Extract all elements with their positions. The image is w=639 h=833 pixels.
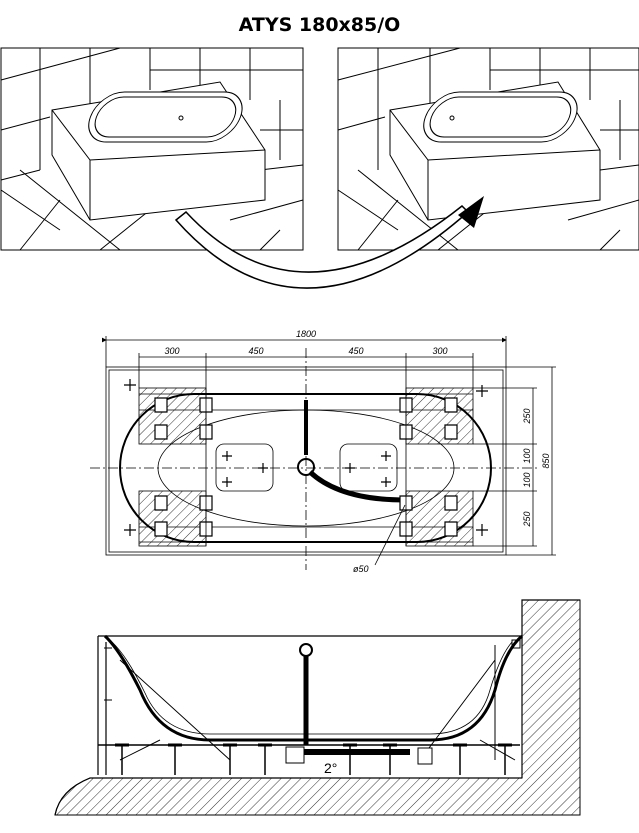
dim-total-length: 1800	[296, 329, 316, 339]
dim-width-4: 250	[522, 511, 532, 527]
plan-dimension-labels: 1800 300 450 450 300 850 250 100 100 250…	[164, 329, 551, 574]
dim-segment-3: 450	[348, 346, 363, 356]
dim-segment-1: 300	[164, 346, 179, 356]
dim-width-1: 250	[522, 408, 532, 424]
dim-segment-4: 300	[432, 346, 447, 356]
dim-width-3: 100	[522, 472, 532, 487]
dim-total-width: 850	[541, 453, 551, 468]
plan-view	[90, 336, 556, 570]
drawing-title: ATYS 180x85/O	[238, 14, 401, 36]
dim-width-2: 100	[522, 448, 532, 463]
right-installation-view	[337, 47, 639, 251]
section-view	[54, 599, 581, 816]
slope-label: 2°	[324, 760, 337, 776]
rotation-arrow	[174, 196, 484, 289]
drain-diameter-label: ø50	[353, 564, 369, 574]
dim-segment-2: 450	[248, 346, 263, 356]
left-installation-view	[0, 47, 304, 251]
